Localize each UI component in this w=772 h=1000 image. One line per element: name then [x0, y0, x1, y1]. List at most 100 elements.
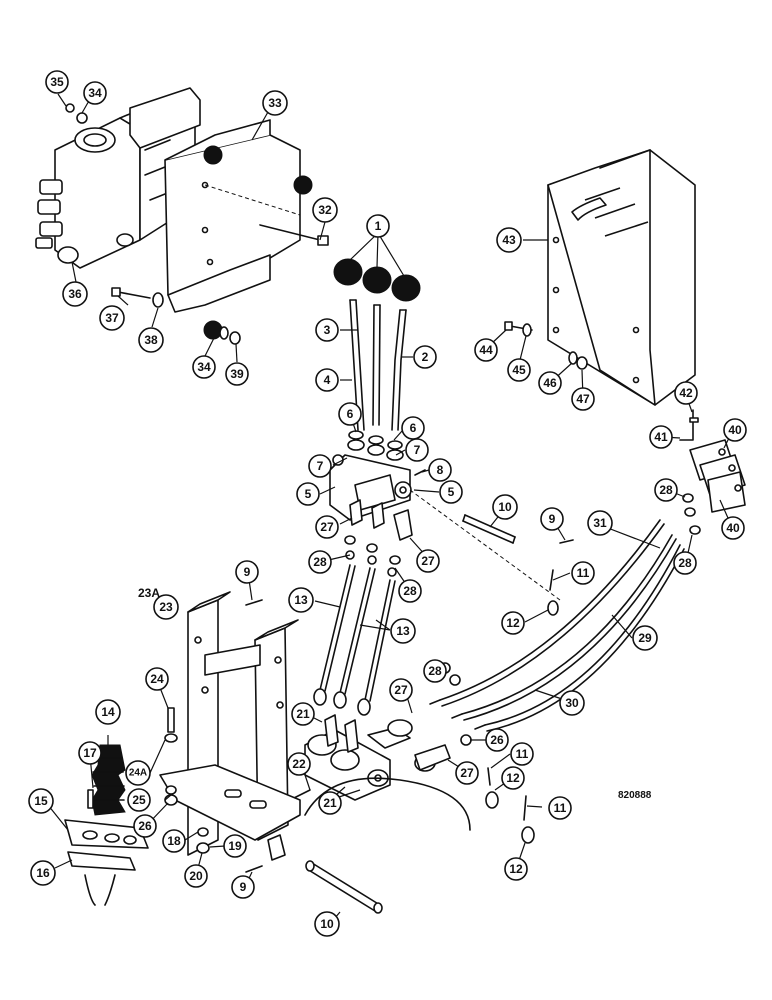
svg-text:22: 22 [292, 757, 306, 771]
svg-text:10: 10 [320, 917, 334, 931]
callout-11-lower: 11 [548, 796, 572, 820]
callout-7-right: 7 [405, 438, 429, 462]
svg-text:45: 45 [512, 363, 526, 377]
svg-text:43: 43 [502, 233, 516, 247]
stand-hardware [164, 707, 210, 854]
svg-text:21: 21 [296, 707, 310, 721]
callout-28-right: 28 [398, 579, 422, 603]
callout-28-clevis-top: 28 [654, 478, 678, 502]
svg-text:15: 15 [34, 794, 48, 808]
svg-text:33: 33 [268, 96, 282, 110]
svg-text:24: 24 [150, 672, 164, 686]
valve-mount-bracket-drawing [164, 119, 329, 340]
callout-9-stand: 9 [235, 560, 259, 584]
callout-27-lower-right: 27 [455, 761, 479, 785]
svg-text:42: 42 [679, 386, 693, 400]
svg-text:27: 27 [460, 766, 474, 780]
svg-text:26: 26 [138, 819, 152, 833]
svg-text:36: 36 [68, 287, 82, 301]
callout-34-bottom: 34 [192, 355, 216, 379]
svg-text:9: 9 [244, 565, 251, 579]
callout-40-top: 40 [723, 418, 747, 442]
svg-text:10: 10 [498, 500, 512, 514]
callout-13-left: 13 [288, 587, 314, 613]
callout-16: 16 [30, 860, 56, 886]
callout-28-left: 28 [308, 550, 332, 574]
svg-text:21: 21 [323, 796, 337, 810]
callout-9-upper: 9 [540, 507, 564, 531]
svg-text:26: 26 [490, 733, 504, 747]
mounting-plates-drawing [64, 789, 149, 906]
callout-11-upper: 11 [571, 561, 595, 585]
svg-text:17: 17 [83, 746, 97, 760]
svg-text:30: 30 [565, 696, 579, 710]
svg-text:6: 6 [347, 407, 354, 421]
callout-20: 20 [184, 864, 208, 888]
svg-text:41: 41 [654, 430, 668, 444]
svg-text:28: 28 [313, 555, 327, 569]
callout-3: 3 [315, 318, 339, 342]
lever-knobs-drawing [333, 258, 421, 302]
figure-code: 820888 [618, 790, 652, 801]
svg-text:27: 27 [320, 520, 334, 534]
callout-28-lower: 28 [423, 659, 447, 683]
svg-text:9: 9 [240, 880, 247, 894]
svg-text:13: 13 [294, 593, 308, 607]
callout-15: 15 [28, 788, 54, 814]
callout-46: 46 [538, 371, 562, 395]
svg-text:13: 13 [396, 624, 410, 638]
svg-text:5: 5 [305, 487, 312, 501]
callout-47: 47 [571, 387, 595, 411]
callout-30: 30 [559, 690, 585, 716]
callout-28-clevis-bottom: 28 [673, 551, 697, 575]
callout-40-bottom: 40 [721, 516, 745, 540]
pivot-rod-upper [409, 489, 561, 601]
callout-24: 24 [145, 667, 169, 691]
callout-23A: 23A [138, 586, 160, 600]
link-rods-drawing [313, 564, 396, 716]
svg-text:18: 18 [167, 834, 181, 848]
callout-27-lower-left: 27 [389, 678, 413, 702]
callout-42: 42 [674, 381, 698, 405]
svg-text:2: 2 [422, 350, 429, 364]
callout-21-upper: 21 [291, 702, 315, 726]
svg-text:37: 37 [105, 311, 119, 325]
callout-27-right: 27 [416, 549, 440, 573]
svg-text:28: 28 [678, 556, 692, 570]
callout-21-lower: 21 [318, 791, 342, 815]
callout-9-lower: 9 [231, 875, 255, 899]
pivot-rod-lower [305, 860, 383, 914]
small-pins-drawing [345, 550, 559, 844]
long-control-rods-drawing [429, 519, 685, 732]
svg-text:9: 9 [549, 512, 556, 526]
control-stand-drawing [159, 591, 301, 861]
svg-text:28: 28 [428, 664, 442, 678]
svg-text:3: 3 [324, 323, 331, 337]
callout-17: 17 [78, 741, 102, 765]
callout-5-right: 5 [439, 480, 463, 504]
svg-text:23: 23 [159, 600, 173, 614]
svg-text:1: 1 [375, 219, 382, 233]
pin-9-stand [245, 599, 263, 606]
svg-text:11: 11 [516, 747, 529, 761]
svg-text:14: 14 [101, 705, 115, 719]
svg-text:39: 39 [230, 367, 244, 381]
callout-25: 25 [127, 788, 151, 812]
svg-text:12: 12 [506, 771, 520, 785]
svg-text:20: 20 [189, 869, 203, 883]
callout-38: 38 [138, 327, 164, 353]
callout-13-right: 13 [390, 618, 416, 644]
callout-34-top: 34 [83, 81, 107, 105]
bolt-washer-nut-set [65, 103, 241, 345]
callout-29: 29 [632, 625, 658, 651]
callout-43: 43 [496, 227, 522, 253]
svg-text:24A: 24A [129, 768, 147, 779]
callout-44: 44 [474, 338, 498, 362]
callout-24A: 24A [125, 760, 151, 786]
pin-9-lower [245, 865, 263, 873]
pin-9-upper [559, 539, 574, 544]
callout-14: 14 [95, 699, 121, 725]
callout-39: 39 [225, 362, 249, 386]
callout-10-upper: 10 [492, 494, 518, 520]
